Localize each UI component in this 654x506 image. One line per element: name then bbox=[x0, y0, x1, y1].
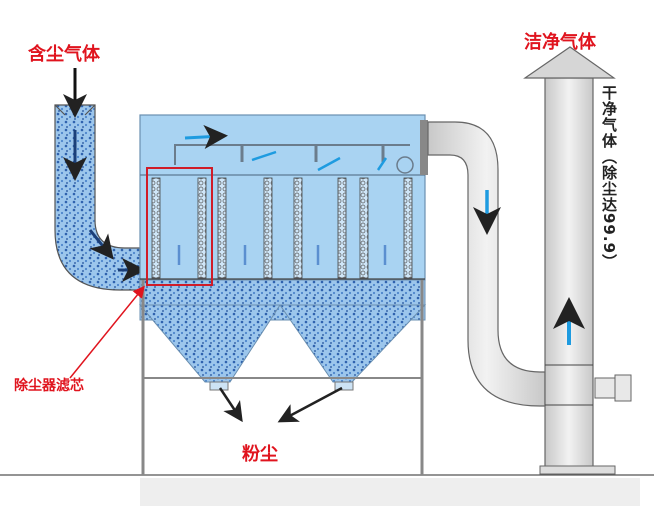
filter-chamber bbox=[139, 114, 428, 321]
filter-core-pointer bbox=[69, 285, 145, 379]
chimney bbox=[523, 46, 632, 475]
dust-label: 粉尘 bbox=[242, 444, 278, 465]
inlet-flow-arrows bbox=[63, 130, 146, 282]
filter-core-label: 除尘器滤芯 bbox=[14, 378, 84, 394]
filter-core-highlight bbox=[146, 167, 213, 286]
filter-modules bbox=[140, 177, 425, 280]
filter-bag bbox=[337, 177, 347, 279]
filter-bag bbox=[217, 177, 227, 279]
filter-bag bbox=[151, 177, 161, 279]
outlet-duct bbox=[427, 121, 546, 407]
filter-bag bbox=[197, 177, 207, 279]
filter-bag bbox=[263, 177, 273, 279]
inlet-pipe bbox=[54, 104, 141, 291]
support-frame bbox=[141, 280, 424, 475]
dusty-gas-label: 含尘气体 bbox=[28, 44, 100, 65]
clean-gas-vertical-label: 干净气体（除尘达99.9） bbox=[600, 85, 618, 271]
clean-gas-label: 洁净气体 bbox=[524, 32, 596, 53]
upflow-arrows bbox=[177, 245, 387, 265]
filter-bag bbox=[359, 177, 369, 279]
ground bbox=[0, 474, 654, 506]
filter-bag bbox=[293, 177, 303, 279]
filter-bag bbox=[403, 177, 413, 279]
dust-out-arrows bbox=[218, 386, 343, 423]
blowpipe-arrows bbox=[184, 124, 388, 172]
hoppers bbox=[138, 304, 427, 391]
